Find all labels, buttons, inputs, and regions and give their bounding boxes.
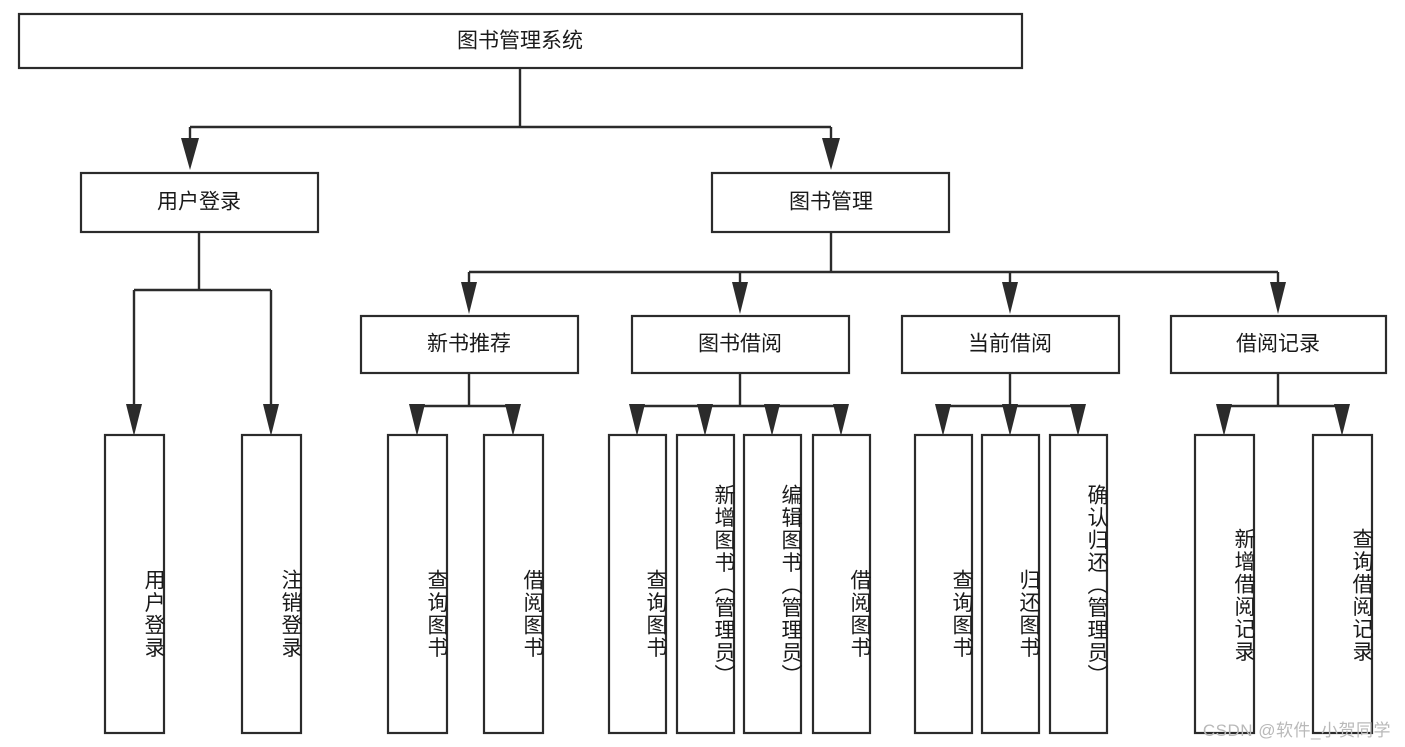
arrow-head-icon	[1216, 404, 1232, 436]
node-borrow-record-label: 借阅记录	[1236, 333, 1320, 356]
node-book-management[interactable]: 图书管理	[710, 171, 951, 234]
node-book-borrow[interactable]: 图书借阅	[630, 314, 851, 375]
node-leaf-query-book-2[interactable]	[607, 433, 668, 735]
node-current-borrow[interactable]: 当前借阅	[900, 314, 1121, 375]
node-leaf-edit-book-box[interactable]	[742, 433, 803, 735]
arrow-head-icon	[181, 138, 199, 170]
arrow-head-icon	[935, 404, 951, 436]
node-leaf-query-book-2-box[interactable]	[607, 433, 668, 735]
arrow-head-icon	[833, 404, 849, 436]
node-user-login-box[interactable]	[79, 171, 320, 234]
node-leaf-user-login-box[interactable]	[103, 433, 166, 735]
node-book-borrow-box[interactable]	[630, 314, 851, 375]
node-leaf-confirm-return-box[interactable]	[1048, 433, 1109, 735]
arrow-head-icon	[697, 404, 713, 436]
arrow-head-icon	[263, 404, 279, 436]
node-leaf-borrow-book-1-box[interactable]	[482, 433, 545, 735]
node-leaf-return-book[interactable]	[980, 433, 1041, 735]
node-new-book-recommend[interactable]: 新书推荐	[359, 314, 580, 375]
arrow-head-icon	[1002, 404, 1018, 436]
node-leaf-query-book-3[interactable]	[913, 433, 974, 735]
node-leaf-query-record-box[interactable]	[1311, 433, 1374, 735]
node-root[interactable]: 图书管理系统	[17, 12, 1024, 70]
node-leaf-query-record[interactable]	[1311, 433, 1374, 735]
node-leaf-confirm-return[interactable]	[1048, 433, 1109, 735]
node-leaf-borrow-book-1[interactable]	[482, 433, 545, 735]
node-leaf-edit-book[interactable]	[742, 433, 803, 735]
node-leaf-add-record[interactable]	[1193, 433, 1256, 735]
node-leaf-logout-login[interactable]	[240, 433, 303, 735]
node-book-borrow-label: 图书借阅	[698, 333, 782, 356]
connector-userlogin-to-leaves	[126, 232, 279, 436]
node-book-management-box[interactable]	[710, 171, 951, 234]
node-user-login[interactable]: 用户登录	[79, 171, 320, 234]
node-root-label: 图书管理系统	[457, 30, 583, 53]
node-user-login-label: 用户登录	[157, 191, 241, 214]
node-borrow-record[interactable]: 借阅记录	[1169, 314, 1388, 375]
arrow-head-icon	[505, 404, 521, 436]
arrow-head-icon	[1270, 282, 1286, 314]
connector-newbook-to-leaves	[409, 373, 521, 436]
arrow-head-icon	[1070, 404, 1086, 436]
node-leaf-query-book-1-box[interactable]	[386, 433, 449, 735]
node-new-book-recommend-label: 新书推荐	[427, 333, 511, 356]
node-leaf-add-book[interactable]	[675, 433, 736, 735]
arrow-head-icon	[764, 404, 780, 436]
node-leaf-query-book-3-box[interactable]	[913, 433, 974, 735]
node-leaf-user-login[interactable]	[103, 433, 166, 735]
node-leaf-logout-login-box[interactable]	[240, 433, 303, 735]
connector-currentborrow-to-leaves	[935, 373, 1086, 436]
node-leaf-add-book-box[interactable]	[675, 433, 736, 735]
watermark-text: CSDN @软件_小贺同学	[1202, 721, 1391, 740]
node-leaf-return-book-box[interactable]	[980, 433, 1041, 735]
node-new-book-recommend-box[interactable]	[359, 314, 580, 375]
node-leaf-borrow-book-2[interactable]	[811, 433, 872, 735]
arrow-head-icon	[822, 138, 840, 170]
connector-root-to-level2	[181, 68, 840, 170]
node-book-management-label: 图书管理	[789, 191, 873, 214]
connector-bookborrow-to-leaves	[629, 373, 849, 436]
node-current-borrow-box[interactable]	[900, 314, 1121, 375]
arrow-head-icon	[1334, 404, 1350, 436]
arrow-head-icon	[629, 404, 645, 436]
node-leaf-add-record-box[interactable]	[1193, 433, 1256, 735]
arrow-head-icon	[1002, 282, 1018, 314]
arrow-head-icon	[732, 282, 748, 314]
arrow-head-icon	[126, 404, 142, 436]
connector-borrowrecord-to-leaves	[1216, 373, 1350, 436]
node-leaf-borrow-book-2-box[interactable]	[811, 433, 872, 735]
node-root-box[interactable]	[17, 12, 1024, 70]
node-borrow-record-box[interactable]	[1169, 314, 1388, 375]
node-current-borrow-label: 当前借阅	[968, 333, 1052, 356]
arrow-head-icon	[409, 404, 425, 436]
connector-bookmgmt-to-level3	[461, 231, 1286, 314]
node-leaf-query-book-1[interactable]	[386, 433, 449, 735]
arrow-head-icon	[461, 282, 477, 314]
